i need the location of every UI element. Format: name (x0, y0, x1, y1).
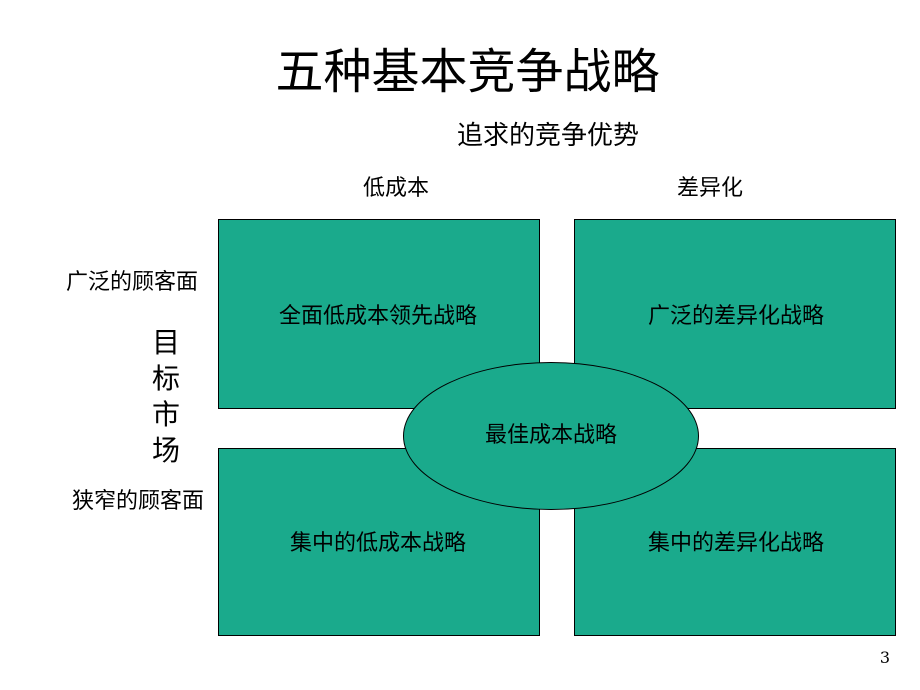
column-header-differentiation: 差异化 (676, 176, 743, 201)
label-focused-low-cost: 集中的低成本战略 (289, 531, 466, 556)
vertical-axis-title: 目标市场 (151, 326, 180, 467)
label-broad-low-cost: 全面低成本领先战略 (278, 304, 477, 329)
label-broad-differentiation: 广泛的差异化战略 (647, 304, 824, 329)
horizontal-axis-title: 追求的竞争优势 (456, 121, 639, 151)
row-label-narrow: 狭窄的顾客面 (72, 489, 205, 514)
label-best-cost: 最佳成本战略 (484, 423, 617, 448)
ellipse-best-cost (403, 362, 699, 510)
row-label-broad: 广泛的顾客面 (66, 270, 199, 295)
column-header-low-cost: 低成本 (362, 176, 429, 201)
page-number: 3 (879, 648, 890, 667)
page-title: 五种基本竞争战略 (275, 44, 660, 100)
label-focused-differentiation: 集中的差异化战略 (647, 531, 824, 556)
